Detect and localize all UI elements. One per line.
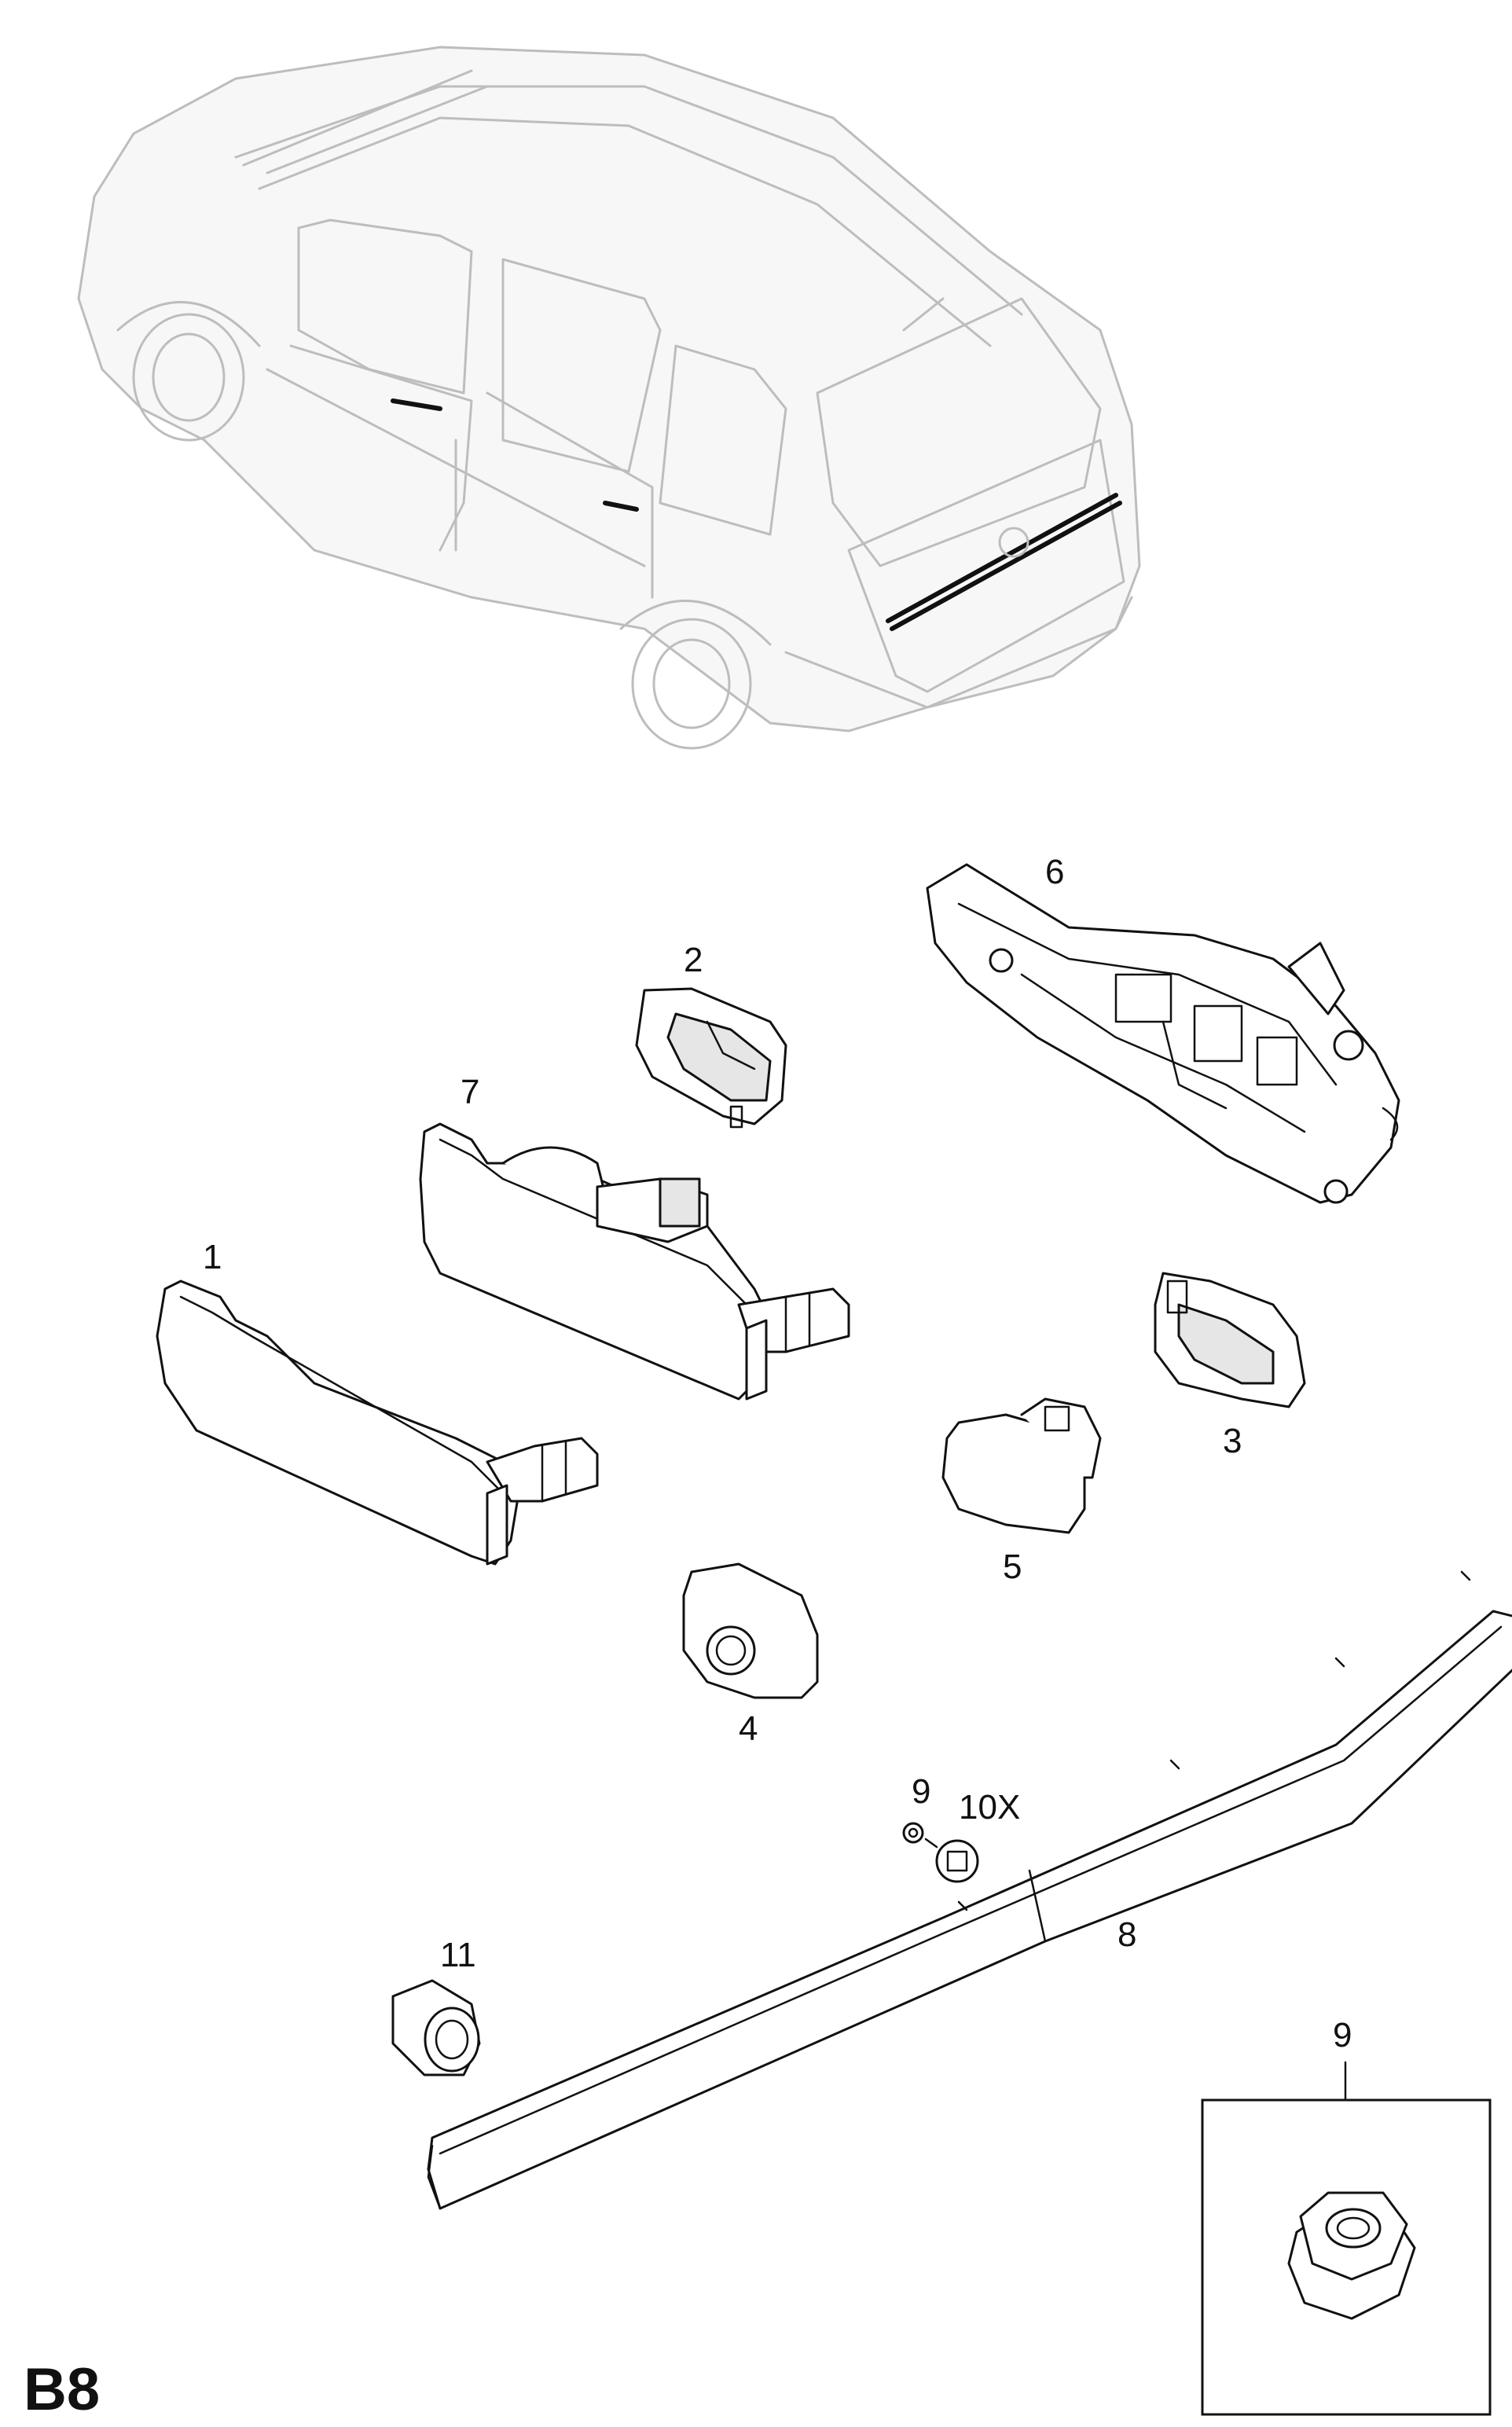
part-6-handle-bracket — [926, 863, 1400, 1204]
callout-10x: 10X — [959, 1788, 1020, 1827]
callout-9-detail: 9 — [1333, 2016, 1352, 2054]
callout-7: 7 — [461, 1073, 479, 1111]
part-5-end-cap — [941, 1397, 1102, 1534]
part-2-gasket — [635, 987, 787, 1129]
part-4-lock-cover — [682, 1562, 819, 1699]
page-code: B8 — [24, 2356, 100, 2423]
part-8-tailgate-trim-strip — [427, 1570, 1512, 2210]
callout-9: 9 — [912, 1772, 930, 1811]
callout-2: 2 — [684, 941, 703, 979]
nut-detail-inset — [1201, 2061, 1492, 2416]
callout-6: 6 — [1045, 853, 1064, 891]
callout-3: 3 — [1223, 1422, 1242, 1460]
callout-4: 4 — [739, 1709, 758, 1748]
part-1-door-handle — [156, 1280, 599, 1566]
part-9-nut-small — [902, 1822, 924, 1844]
part-11-grommet — [391, 1979, 481, 2076]
callout-11: 11 — [440, 1936, 476, 1974]
nut-icon — [1287, 2191, 1416, 2320]
callout-5: 5 — [1003, 1548, 1022, 1586]
callout-8: 8 — [1117, 1915, 1136, 1954]
part-3-gasket — [1154, 1272, 1306, 1408]
callout-1: 1 — [203, 1238, 222, 1276]
vehicle-overview-drawing — [77, 46, 1141, 750]
part-10x-clip — [924, 1838, 979, 1883]
part-7-door-handle-with-sensor — [419, 1122, 850, 1401]
